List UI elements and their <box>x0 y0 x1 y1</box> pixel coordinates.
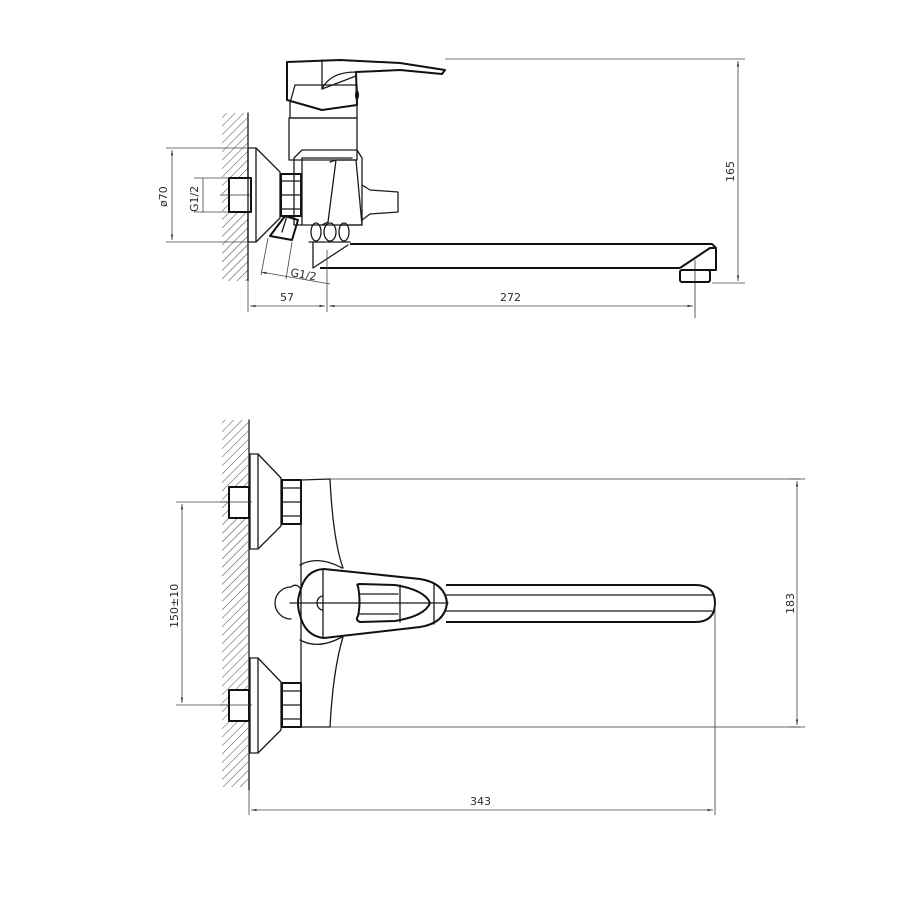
spout <box>320 243 717 318</box>
lower-flange <box>249 657 302 754</box>
dimension-total-length: 343 <box>248 790 713 815</box>
dim-outlet-thread: G1/2 <box>289 266 317 283</box>
dimension-flange: ø70 <box>157 147 248 243</box>
upper-flange <box>249 453 302 550</box>
mixer-body <box>288 117 399 269</box>
dim-inlet-spacing: 150±10 <box>168 584 181 628</box>
lever-handle-top <box>289 568 449 639</box>
top-view: 150±10 183 343 <box>168 419 805 815</box>
wall-section-top <box>220 419 252 791</box>
dim-flange-diameter: ø70 <box>157 186 170 207</box>
dimension-horizontal: 57 272 <box>247 250 693 312</box>
dimension-height: 165 <box>445 58 745 284</box>
dim-inlet-thread: G1/2 <box>188 186 201 212</box>
dim-height-side: 165 <box>724 161 737 182</box>
lever-handle <box>286 59 446 119</box>
hex-nut <box>280 173 302 217</box>
dimension-height-top: 183 <box>784 478 805 728</box>
dimension-outlet-thread: G1/2 <box>260 237 331 285</box>
dim-height-top: 183 <box>784 593 797 614</box>
wall-section <box>220 112 252 282</box>
side-view: ø70 G1/2 G1/2 57 272 165 <box>157 58 745 318</box>
dimension-inlet-spacing: 150±10 <box>168 501 228 706</box>
dimension-inlet-thread: G1/2 <box>188 177 228 213</box>
dim-total-length: 343 <box>470 795 491 808</box>
spout-top <box>445 584 716 815</box>
dim-wall-to-body: 57 <box>280 291 294 304</box>
dim-spout-reach: 272 <box>500 291 521 304</box>
